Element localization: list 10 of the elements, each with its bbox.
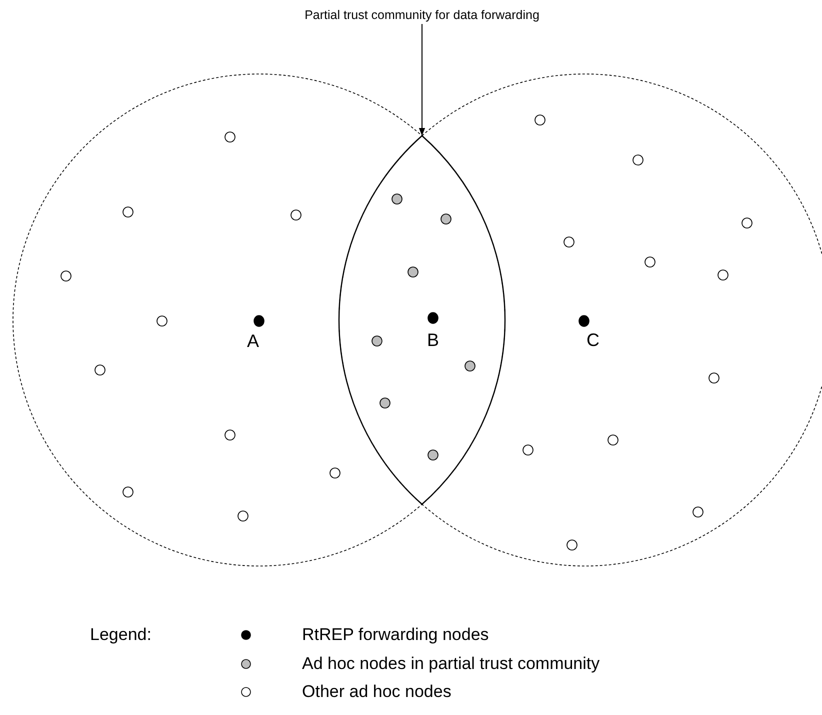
trust-community-region: [338, 135, 506, 505]
legend-label: Other ad hoc nodes: [302, 682, 452, 702]
arrow: [418, 24, 426, 136]
legend-title: Legend:: [90, 624, 152, 645]
annotation-text: Partial trust community for data forwarding: [304, 8, 540, 22]
legend-label: RtREP forwarding nodes: [302, 625, 489, 645]
legend-label: Ad hoc nodes in partial trust community: [302, 654, 600, 674]
node-label: A: [247, 331, 259, 352]
node-label: C: [586, 330, 600, 352]
node-label: B: [427, 330, 439, 352]
